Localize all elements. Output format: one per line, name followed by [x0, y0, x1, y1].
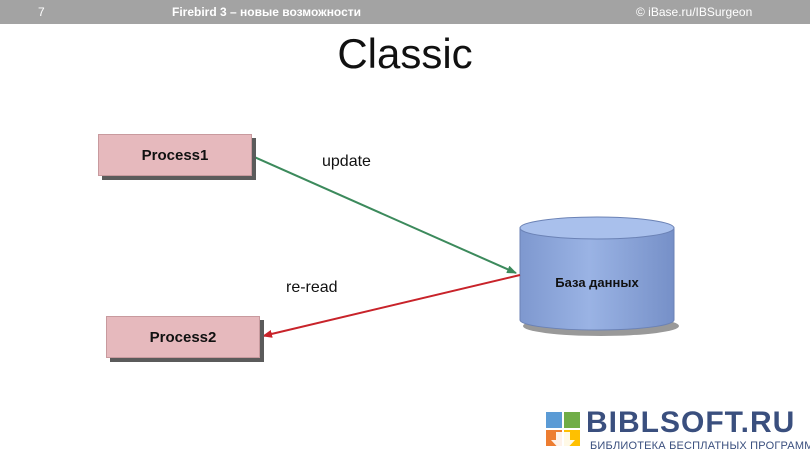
process1-box: Process1	[98, 134, 252, 176]
slide-title: Classic	[337, 30, 473, 77]
header-bar: 7 Firebird 3 – новые возможности © iBase…	[0, 0, 810, 24]
biblsoft-logo-icon	[546, 412, 580, 453]
copyright-text: © iBase.ru/IBSurgeon	[636, 5, 753, 19]
database-cylinder	[519, 216, 679, 336]
update-label: update	[322, 153, 371, 170]
update-arrow	[251, 155, 517, 274]
process2-box: Process2	[106, 316, 260, 358]
slide-number: 7	[38, 5, 45, 19]
watermark-subtitle: БИБЛИОТЕКА БЕСПЛАТНЫХ ПРОГРАММ	[590, 440, 810, 452]
watermark-title: BIBLSOFT.RU	[586, 406, 796, 439]
database-label: База данных	[555, 275, 639, 290]
watermark-logo: BIBLSOFT.RU БИБЛИОТЕКА БЕСПЛАТНЫХ ПРОГРА…	[544, 406, 810, 456]
slide-subject: Firebird 3 – новые возможности	[172, 5, 362, 19]
reread-arrow	[262, 274, 521, 338]
reread-label: re-read	[286, 279, 338, 296]
